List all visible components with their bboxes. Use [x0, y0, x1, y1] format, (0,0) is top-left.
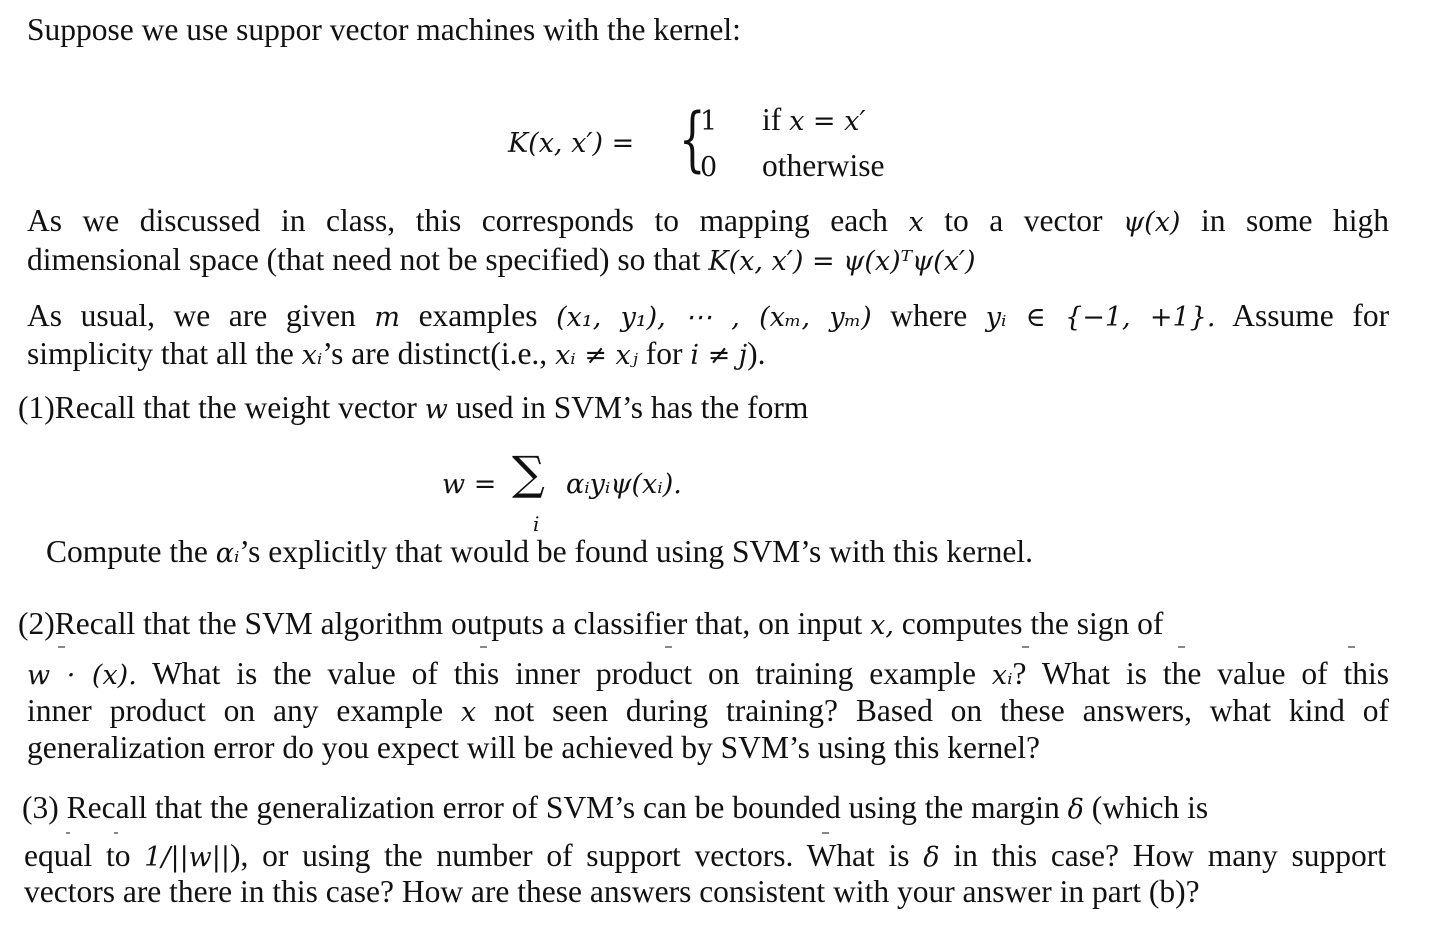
math-x: x — [460, 697, 477, 728]
kernel-lhs: K(x, x′) = — [508, 124, 634, 162]
text: equal to — [24, 838, 131, 873]
text: ’s are distinct(i.e., — [322, 336, 548, 371]
math-x: x, — [870, 610, 894, 641]
artifact-mark — [665, 646, 672, 648]
text: (which is — [1091, 790, 1209, 825]
text: to a vector — [944, 203, 1103, 238]
text: simplicity that all the — [27, 336, 294, 371]
text: dimensional space (that need not be spec… — [27, 242, 701, 277]
math-i: i — [533, 512, 540, 536]
artifact-mark — [66, 832, 70, 834]
eq-sum-index: i — [533, 506, 539, 543]
para1-line1: As we discussed in class, this correspon… — [27, 203, 1389, 241]
case1-if: if — [762, 102, 782, 137]
text: where — [890, 298, 968, 333]
math-examples: (x₁, y₁), ⋯ , (xₘ, yₘ) — [556, 302, 872, 333]
case2-value: 0 — [700, 152, 718, 183]
left-brace: { — [678, 98, 706, 180]
math-labels: yᵢ ∈ {−1, +1}. — [985, 302, 1216, 333]
text: not seen during training? Based on these… — [494, 693, 1389, 728]
q3-line2: equal to 1/||w||), or using the number o… — [24, 838, 1386, 876]
eq-lhs: w = — [442, 465, 496, 503]
math-psi: ψ(x) — [1123, 207, 1181, 238]
text: ), or using the number of support vector… — [230, 838, 910, 873]
q3-line1: (3) Recall that the generalization error… — [22, 790, 1208, 828]
math-delta: δ — [923, 842, 940, 873]
math-alpha: αᵢ — [215, 538, 240, 569]
math-delta: δ — [1067, 794, 1084, 825]
math-x: x — [908, 207, 924, 238]
eq-rhs: αᵢyᵢψ(xᵢ). — [566, 465, 682, 503]
case2-otherwise: otherwise — [762, 148, 885, 183]
text: ? What is the value of this — [1012, 656, 1390, 691]
artifact-mark — [1178, 646, 1185, 648]
text: generalization error do you expect will … — [27, 730, 1040, 765]
text: vectors are there in this case? How are … — [24, 874, 1200, 909]
artifact-mark — [480, 646, 487, 648]
text: inner product on any example — [27, 693, 444, 728]
para2-line2: simplicity that all the xᵢ’s are distinc… — [27, 336, 766, 374]
text: Recall that the weight vector — [54, 390, 417, 425]
q1-compute: Compute the αᵢ’s explicitly that would b… — [46, 534, 1033, 572]
kernel-lhs-math: K(x, x′) = — [508, 128, 635, 159]
kernel-case1-value: 1 — [700, 102, 717, 140]
question-number: (2) — [18, 606, 55, 641]
text: ). — [747, 336, 766, 371]
question-number: (3) — [22, 790, 59, 825]
text: Compute the — [46, 534, 208, 569]
kernel-case1-condition: if x = x′ — [762, 102, 866, 140]
artifact-mark — [114, 832, 118, 834]
q3-line3: vectors are there in this case? How are … — [24, 874, 1200, 910]
case1-math: x = x′ — [789, 106, 866, 137]
math-xi: xᵢ — [991, 660, 1013, 691]
q2-line3: inner product on any example x not seen … — [27, 693, 1389, 731]
text: in this case? How many support — [953, 838, 1386, 873]
text: Assume for — [1232, 298, 1390, 333]
text: in some high — [1201, 203, 1390, 238]
math-m: m — [374, 302, 400, 333]
text: Recall that the SVM algorithm outputs a … — [54, 606, 863, 641]
text: examples — [418, 298, 538, 333]
math-xi: xᵢ — [301, 340, 323, 371]
math-sum-terms: αᵢyᵢψ(xᵢ). — [566, 469, 682, 500]
artifact-mark — [58, 646, 65, 648]
text: What is the value of this inner product … — [152, 656, 976, 691]
para1-line2: dimensional space (that need not be spec… — [27, 242, 976, 280]
artifact-mark — [822, 832, 829, 834]
text: As usual, we are given — [27, 298, 356, 333]
math-w-eq: w = — [442, 469, 497, 500]
para2-line1: As usual, we are given m examples (x₁, y… — [27, 298, 1389, 336]
question-number: (1) — [18, 390, 55, 425]
math-w: w — [424, 394, 448, 425]
intro-sentence: Suppose we use suppor vector machines wi… — [27, 12, 741, 47]
text: for — [645, 336, 683, 371]
text: ’s explicitly that would be found using … — [239, 534, 1033, 569]
q1-prompt: (1)Recall that the weight vector w used … — [18, 390, 808, 428]
artifact-mark — [1348, 646, 1355, 648]
q2-line4: generalization error do you expect will … — [27, 730, 1040, 766]
q2-line2: w · (x). What is the value of this inner… — [27, 656, 1389, 694]
text: Recall that the generalization error of … — [66, 790, 1060, 825]
math-i-neq-j: i ≠ j — [690, 340, 748, 371]
math-w-dot-x: w · (x). — [27, 660, 137, 691]
q2-line1: (2)Recall that the SVM algorithm outputs… — [18, 606, 1163, 644]
sigma-icon: ∑ — [512, 446, 545, 500]
intro-text: Suppose we use suppor vector machines wi… — [27, 12, 741, 48]
text: computes the sign of — [901, 606, 1164, 641]
math-kernel-inner-product: K(x, x′) = ψ(x)ᵀψ(x′) — [708, 246, 976, 277]
artifact-mark — [1022, 646, 1029, 648]
math-distinct: xᵢ ≠ xⱼ — [555, 340, 638, 371]
math-margin: 1/||w|| — [144, 842, 230, 873]
kernel-case2-condition: otherwise — [762, 148, 884, 184]
text: used in SVM’s has the form — [455, 390, 809, 425]
text: As we discussed in class, this correspon… — [27, 203, 888, 238]
kernel-case2-value: 0 — [700, 148, 717, 186]
case1-value: 1 — [700, 106, 718, 137]
